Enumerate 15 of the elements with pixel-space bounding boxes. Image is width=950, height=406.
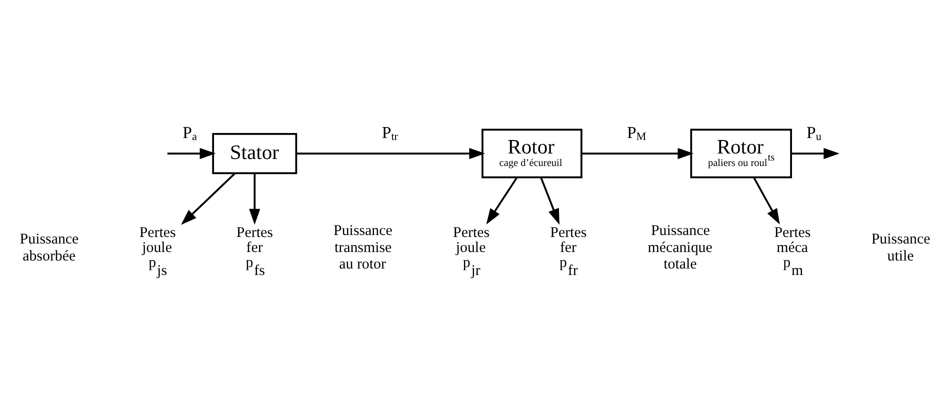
- arrow: [791, 147, 840, 159]
- arrow: [249, 172, 260, 224]
- label: Puissance absorbée: [20, 230, 79, 264]
- label: Puissance transmise au rotor: [334, 222, 392, 272]
- arrow: [181, 172, 236, 224]
- arrow: [167, 147, 216, 159]
- arrow: [540, 176, 560, 224]
- label: Puissance utile: [871, 230, 930, 264]
- arrow: [753, 176, 780, 224]
- arrow: [296, 147, 486, 159]
- arrow: [582, 147, 694, 159]
- arrow: [486, 176, 518, 224]
- label: Puissance mécanique totale: [648, 222, 712, 272]
- node-box: Stator: [212, 132, 298, 174]
- node-box: Rotor cage d’écureuil: [482, 128, 582, 178]
